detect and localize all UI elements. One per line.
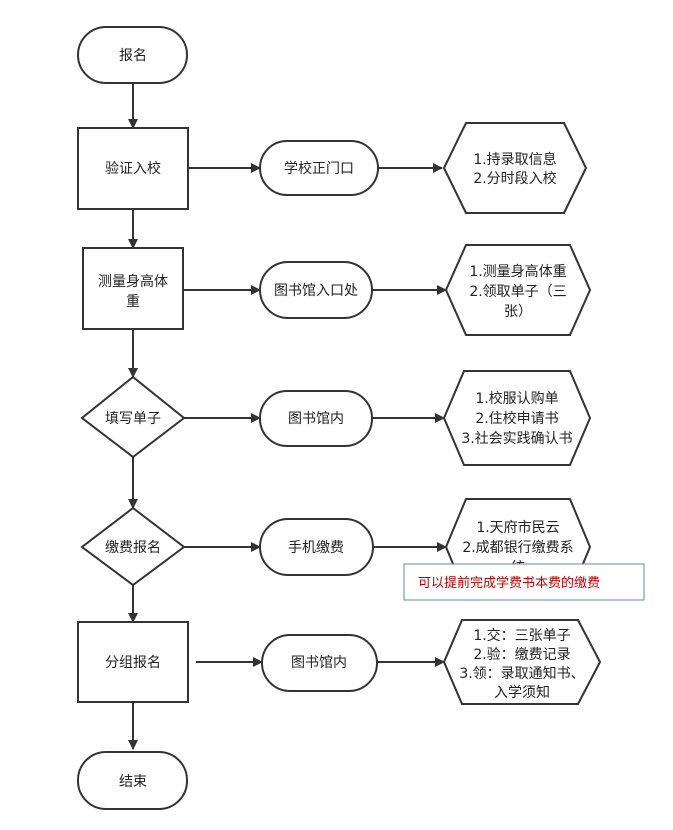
svg-text:张）: 张） bbox=[504, 304, 532, 320]
detail-group: 1.交：三张单子 2.验：缴费记录 3.领：录取通知书、 入学须知 bbox=[442, 619, 602, 705]
svg-text:2.分时段入校: 2.分时段入校 bbox=[473, 170, 556, 187]
svg-text:结束: 结束 bbox=[119, 774, 147, 790]
svg-text:图书馆入口处: 图书馆入口处 bbox=[274, 283, 358, 299]
node-verify: 验证入校 bbox=[77, 127, 189, 210]
svg-text:报名: 报名 bbox=[119, 48, 147, 64]
svg-text:2.住校申请书: 2.住校申请书 bbox=[475, 410, 558, 427]
svg-text:图书馆内: 图书馆内 bbox=[288, 411, 344, 427]
svg-text:重: 重 bbox=[126, 294, 140, 310]
svg-text:2.成都银行缴费系: 2.成都银行缴费系 bbox=[462, 540, 573, 556]
svg-text:学校正门口: 学校正门口 bbox=[284, 160, 354, 177]
svg-text:1.测量身高体重: 1.测量身高体重 bbox=[469, 263, 566, 280]
node-gate: 学校正门口 bbox=[259, 140, 379, 196]
detail-verify: 1.持录取信息 2.分时段入校 bbox=[442, 122, 588, 214]
node-pay: 缴费报名 bbox=[80, 506, 186, 587]
detail-fill-forms: 1.校服认购单 2.住校申请书 3.社会实践确认书 bbox=[442, 370, 592, 466]
node-end: 结束 bbox=[77, 751, 188, 810]
svg-text:分组报名: 分组报名 bbox=[105, 655, 161, 671]
svg-text:2.领取单子（三: 2.领取单子（三 bbox=[469, 284, 566, 300]
node-signup: 报名 bbox=[77, 26, 188, 84]
detail-measure: 1.测量身高体重 2.领取单子（三 张） bbox=[444, 244, 592, 336]
svg-text:1.校服认购单: 1.校服认购单 bbox=[475, 390, 558, 407]
svg-text:验证入校: 验证入校 bbox=[105, 160, 161, 177]
svg-text:2.验：缴费记录: 2.验：缴费记录 bbox=[473, 647, 570, 663]
svg-text:测量身高体: 测量身高体 bbox=[98, 273, 168, 290]
svg-text:3.领：录取通知书、: 3.领：录取通知书、 bbox=[459, 665, 584, 682]
svg-text:手机缴费: 手机缴费 bbox=[288, 540, 344, 556]
svg-text:1.持录取信息: 1.持录取信息 bbox=[473, 151, 556, 168]
node-measure: 测量身高体 重 bbox=[82, 247, 184, 330]
svg-text:3.社会实践确认书: 3.社会实践确认书 bbox=[461, 431, 572, 447]
svg-text:1.天府市民云: 1.天府市民云 bbox=[476, 519, 559, 536]
node-library-entrance: 图书馆入口处 bbox=[259, 261, 373, 319]
svg-text:缴费报名: 缴费报名 bbox=[105, 540, 161, 556]
node-group: 分组报名 bbox=[77, 621, 189, 703]
node-mobile-pay: 手机缴费 bbox=[259, 518, 374, 576]
svg-text:填写单子: 填写单子 bbox=[105, 411, 161, 427]
svg-text:可以提前完成学费书本费的缴费: 可以提前完成学费书本费的缴费 bbox=[418, 575, 600, 591]
svg-text:1.交：三张单子: 1.交：三张单子 bbox=[473, 627, 570, 644]
node-fill-forms: 填写单子 bbox=[80, 375, 186, 459]
node-library-inside-2: 图书馆内 bbox=[261, 634, 378, 692]
note-callout: 可以提前完成学费书本费的缴费 bbox=[403, 563, 645, 601]
svg-text:入学须知: 入学须知 bbox=[494, 684, 550, 701]
node-library-inside-1: 图书馆内 bbox=[259, 390, 373, 447]
svg-text:图书馆内: 图书馆内 bbox=[291, 655, 347, 671]
